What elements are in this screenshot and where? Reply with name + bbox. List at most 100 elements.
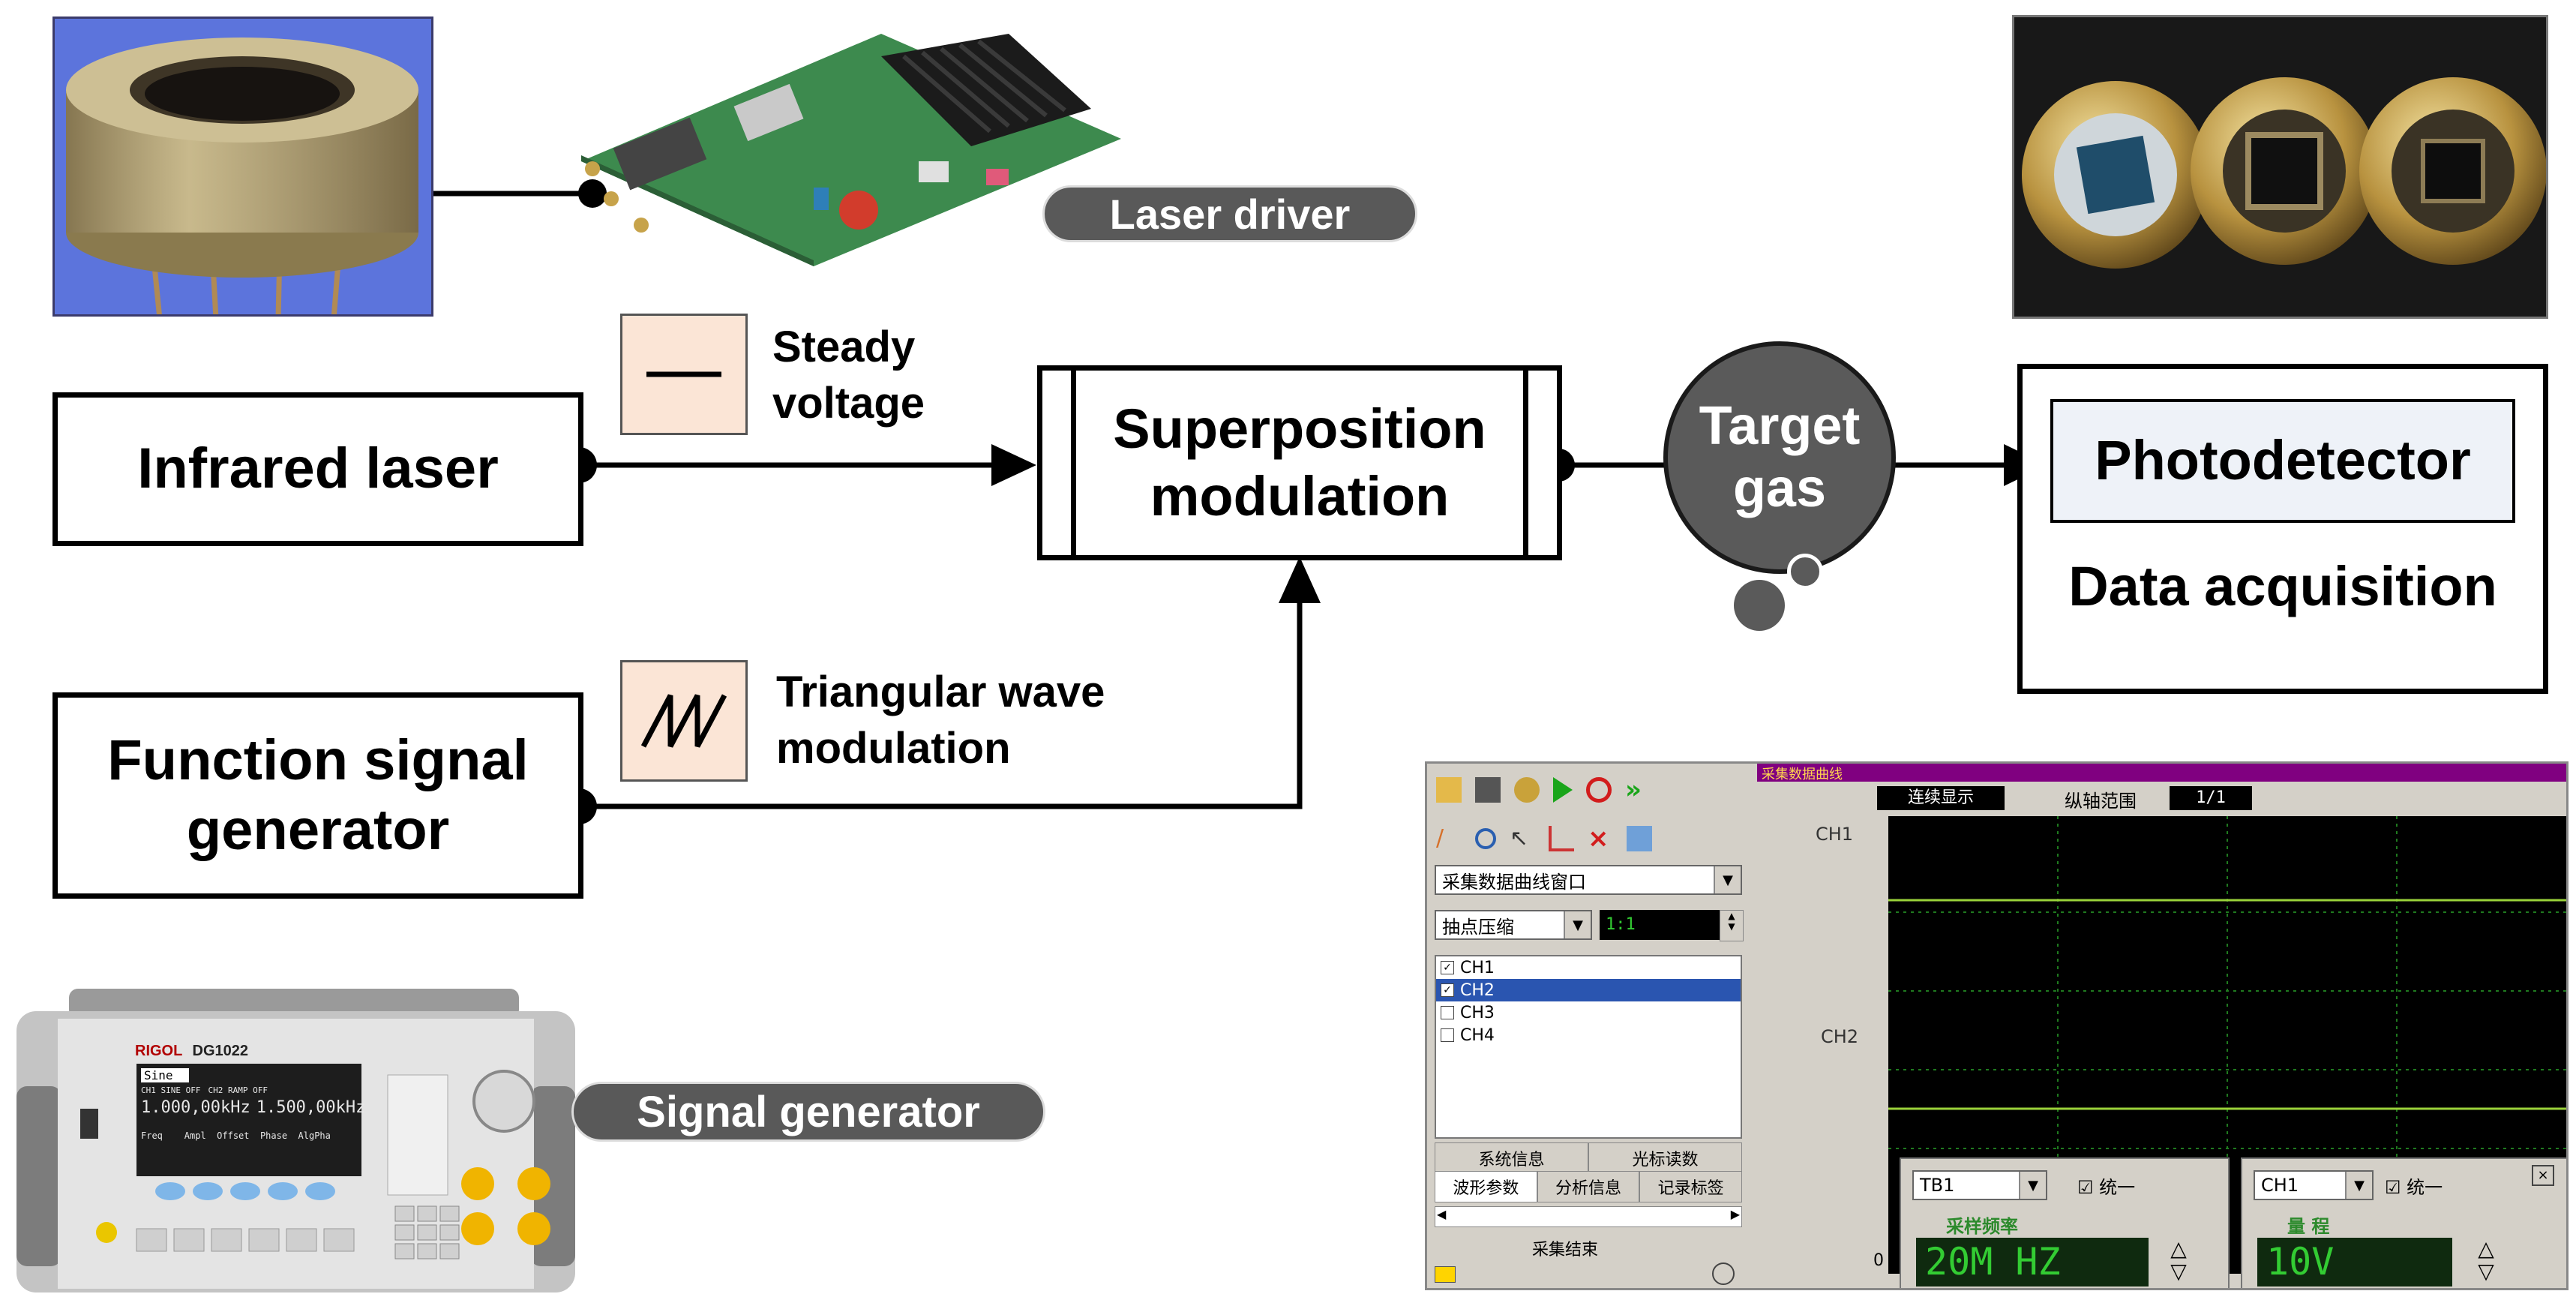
gas-bubble-small-2 xyxy=(1787,554,1823,590)
window-select-dropdown[interactable]: 采集数据曲线窗口 ▼ xyxy=(1435,865,1742,895)
panel-close-icon[interactable]: × xyxy=(2532,1165,2554,1186)
tb-unify-text: 统一 xyxy=(2099,1177,2136,1198)
fast-forward-icon[interactable]: » xyxy=(1625,775,1642,805)
pointer-icon[interactable]: ↖ xyxy=(1510,825,1529,851)
channel-item-ch2[interactable]: ✓ CH2 xyxy=(1436,979,1741,1001)
modulation-text-line1: Superposition xyxy=(1113,397,1486,460)
zoom-icon[interactable] xyxy=(1475,828,1496,849)
circuit-board-image xyxy=(581,34,1121,266)
save-icon[interactable] xyxy=(1475,777,1501,803)
ch-unify-checkbox[interactable]: ☑ 统一 xyxy=(2385,1177,2443,1198)
photodetector-inner-box: Photodetector xyxy=(2050,399,2515,523)
tb-select-dropdown[interactable]: TB1 ▼ xyxy=(1912,1170,2047,1200)
axis-label-ch1: CH1 xyxy=(1816,824,1854,845)
open-folder-icon[interactable] xyxy=(1436,777,1462,803)
generator-mode: Sine xyxy=(141,1068,189,1082)
ch-select-dropdown[interactable]: CH1 ▼ xyxy=(2254,1170,2374,1200)
target-gas-text-line1: Target xyxy=(1699,396,1861,457)
generator-readout2: 1.500,00kHz xyxy=(256,1098,366,1117)
generator-model-text: DG1022 xyxy=(192,1043,249,1059)
dc-line-symbol xyxy=(646,371,721,377)
target-gas-text-line2: gas xyxy=(1732,458,1827,518)
modulation-left-bar xyxy=(1071,371,1076,555)
tb-unify-checkbox[interactable]: ☑ 统一 xyxy=(2077,1177,2136,1198)
compress-mode-dropdown[interactable]: 抽点压缩 ▼ xyxy=(1435,910,1592,940)
continuous-display-box: 连续显示 xyxy=(1877,786,2005,810)
vertical-range-value: 1/1 xyxy=(2196,788,2226,807)
tab-record-label[interactable]: 记录标签 xyxy=(1639,1171,1743,1202)
tab-waveform-params[interactable]: 波形参数 xyxy=(1435,1171,1537,1202)
channel-item-ch4[interactable]: CH4 xyxy=(1436,1024,1741,1046)
sample-rate-stepper[interactable]: △▽ xyxy=(2170,1236,2187,1283)
laser-driver-label: Laser driver xyxy=(1042,185,1417,242)
generator-brand-text: RIGOL xyxy=(135,1043,182,1059)
info-tabs-row2: 波形参数 分析信息 记录标签 xyxy=(1435,1171,1743,1202)
function-generator-text-line1: Function signal xyxy=(107,728,529,792)
sample-rate-label: 采样频率 xyxy=(1946,1216,2018,1237)
range-value: 10V xyxy=(2266,1240,2335,1283)
channel-list: ✓ CH1 ✓ CH2 CH3 CH4 xyxy=(1435,955,1742,1139)
chevron-down-icon[interactable]: ▼ xyxy=(1564,911,1591,938)
superposition-modulation-block: Superposition modulation xyxy=(1037,365,1562,560)
ch4-label: CH4 xyxy=(1460,1025,1495,1045)
steady-voltage-label: Steady voltage xyxy=(772,319,925,432)
info-icon[interactable] xyxy=(1627,826,1652,851)
ch4-checkbox[interactable] xyxy=(1441,1028,1454,1042)
function-generator-text-line2: generator xyxy=(186,797,450,862)
range-display: 10V xyxy=(2257,1238,2452,1286)
acquisition-software-window: » / ↖ × 采集数据曲线窗口 ▼ 抽点压缩 ▼ 1:1 ▲▼ ✓ CH1 xyxy=(1425,761,2569,1290)
target-gas-bubble: Target gas xyxy=(1663,341,1896,574)
plot-window-title-text: 采集数据曲线 xyxy=(1762,767,1843,782)
software-toolbar-1: » xyxy=(1427,771,1651,809)
vertical-range-label: 纵轴范围 xyxy=(2065,791,2137,812)
generator-ch1: CH1 SINE OFF xyxy=(141,1085,201,1095)
generator-screen: Sine CH1 SINE OFF CH2 RAMP OFF 1.000,00k… xyxy=(141,1068,365,1172)
tab-cursor-reading[interactable]: 光标读数 xyxy=(1588,1142,1742,1174)
laser-can-photo xyxy=(52,17,433,317)
generator-readout1: 1.000,00kHz xyxy=(141,1098,250,1117)
stop-icon[interactable] xyxy=(1586,777,1612,803)
status-text: 采集结束 xyxy=(1532,1241,1599,1259)
delete-icon[interactable]: × xyxy=(1588,824,1609,854)
laser-driver-board-photo xyxy=(566,26,1132,266)
gas-bubble-small-1 xyxy=(1734,580,1785,631)
chevron-down-icon[interactable]: ▼ xyxy=(2345,1172,2372,1199)
status-indicator xyxy=(1435,1266,1456,1283)
ratio-spinner[interactable]: ▲▼ xyxy=(1720,910,1744,941)
channel-item-ch3[interactable]: CH3 xyxy=(1436,1001,1741,1024)
triangular-wave-icon xyxy=(620,660,748,782)
axis-label-ch2: CH2 xyxy=(1821,1026,1859,1047)
waveform-grid xyxy=(1888,816,2566,1274)
range-stepper[interactable]: △▽ xyxy=(2478,1236,2494,1283)
chevron-down-icon[interactable]: ▼ xyxy=(2019,1172,2046,1199)
horizontal-scrollbar[interactable]: ◀ ▶ xyxy=(1435,1206,1742,1227)
sawtooth-symbol xyxy=(640,694,727,748)
modulation-right-bar xyxy=(1523,371,1528,555)
signal-generator-text: Signal generator xyxy=(637,1087,980,1136)
ch1-checkbox[interactable]: ✓ xyxy=(1441,961,1454,974)
triangular-wave-line1: Triangular wave xyxy=(776,668,1105,716)
steady-voltage-icon xyxy=(620,314,748,435)
generator-channel-row: CH1 SINE OFF CH2 RAMP OFF xyxy=(141,1085,357,1095)
generator-softkeys: Freq Ampl Offset Phase AlgPha xyxy=(141,1130,331,1141)
channel-item-ch1[interactable]: ✓ CH1 xyxy=(1436,956,1741,979)
scroll-left-icon[interactable]: ◀ xyxy=(1437,1207,1447,1221)
signal-generator-photo: RIGOL DG1022 Sine CH1 SINE OFF CH2 RAMP … xyxy=(16,989,575,1292)
infrared-laser-text: Infrared laser xyxy=(137,437,499,501)
steady-voltage-line1: Steady xyxy=(772,323,916,371)
laser-driver-text: Laser driver xyxy=(1109,190,1351,238)
infrared-laser-block: Infrared laser xyxy=(52,392,583,546)
ch3-checkbox[interactable] xyxy=(1441,1006,1454,1019)
data-acquisition-text: Data acquisition xyxy=(2068,555,2497,617)
tab-analysis-info[interactable]: 分析信息 xyxy=(1537,1171,1640,1202)
play-icon[interactable] xyxy=(1553,777,1573,803)
chevron-down-icon[interactable]: ▼ xyxy=(1714,866,1741,893)
ch-unify-text: 统一 xyxy=(2407,1177,2443,1198)
ch2-checkbox[interactable]: ✓ xyxy=(1441,983,1454,997)
pencil-icon[interactable]: / xyxy=(1436,825,1444,851)
triangular-wave-line2: modulation xyxy=(776,724,1011,773)
settings-gear-icon[interactable] xyxy=(1514,777,1540,803)
tab-system-info[interactable]: 系统信息 xyxy=(1435,1142,1588,1174)
axis-icon[interactable] xyxy=(1549,826,1574,851)
scroll-right-icon[interactable]: ▶ xyxy=(1730,1207,1740,1221)
